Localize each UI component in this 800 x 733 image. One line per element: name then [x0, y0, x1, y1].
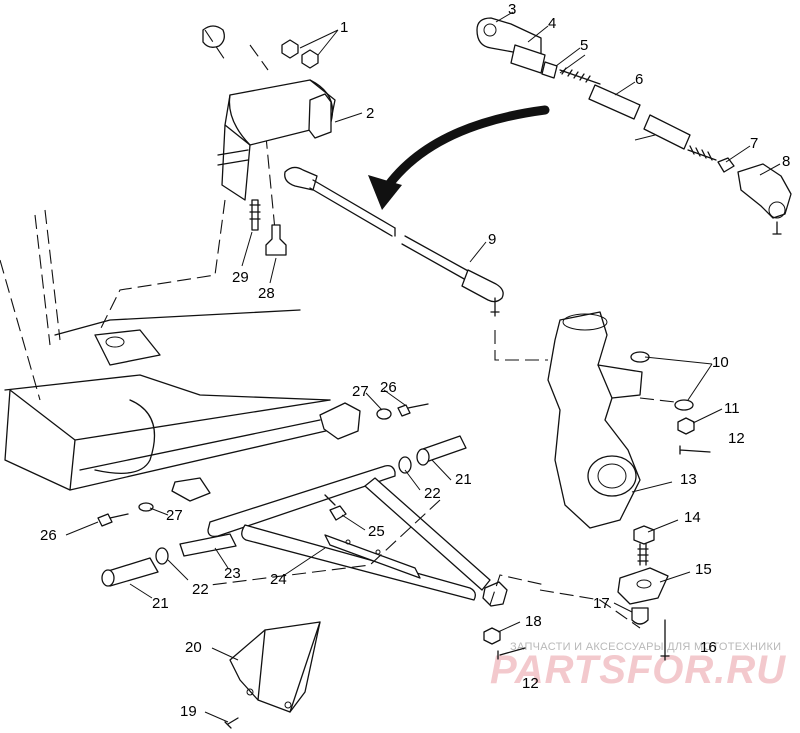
- callout-5: 5: [580, 37, 588, 54]
- callout-27-left: 27: [166, 507, 183, 524]
- callout-7: 7: [750, 135, 758, 152]
- callout-20: 20: [185, 639, 202, 656]
- callout-3: 3: [508, 1, 516, 18]
- callout-18: 18: [525, 613, 542, 630]
- callout-9: 9: [488, 231, 496, 248]
- callout-4: 4: [548, 15, 556, 32]
- callout-24: 24: [270, 571, 287, 588]
- steering-rod: [284, 166, 504, 317]
- direction-arrow: [368, 105, 550, 210]
- callouts: 1 2 3 4 5 6 7 8 9 10 11 12 13 14 15 16 1…: [40, 1, 790, 720]
- frame-section: [0, 209, 361, 502]
- callout-12: 12: [728, 430, 745, 447]
- callout-6: 6: [635, 71, 643, 88]
- callout-23: 23: [224, 565, 241, 582]
- callout-12-lower: 12: [522, 675, 539, 692]
- callout-14: 14: [684, 509, 701, 526]
- callout-1: 1: [340, 19, 348, 36]
- callout-11: 11: [724, 400, 740, 417]
- callout-2: 2: [366, 105, 374, 122]
- callout-29: 29: [232, 269, 249, 286]
- callout-26-right: 26: [380, 379, 397, 396]
- skid-plate: [224, 621, 321, 729]
- a-arm-assembly: [97, 403, 546, 660]
- ball-joint-assembly: [539, 525, 670, 661]
- callout-13: 13: [680, 471, 697, 488]
- callout-22-left: 22: [192, 581, 209, 598]
- callout-28: 28: [258, 285, 275, 302]
- strut-upper-assembly: [99, 25, 336, 331]
- callout-21-right: 21: [455, 471, 472, 488]
- callout-17: 17: [593, 595, 610, 612]
- callout-16: 16: [700, 639, 717, 656]
- watermark-tagline: ЗАПЧАСТИ И АКСЕССУАРЫ ДЛЯ МОТОТЕХНИКИ: [510, 641, 781, 653]
- callout-26-left: 26: [40, 527, 57, 544]
- watermark-logo: PARTSFOR.RU: [490, 648, 786, 692]
- leader-lines: [65, 11, 781, 723]
- callout-27-right: 27: [352, 383, 369, 400]
- tie-rod-assembly: [476, 17, 792, 235]
- spindle-knuckle: [494, 311, 643, 529]
- callout-8: 8: [782, 153, 790, 170]
- callout-10: 10: [712, 354, 729, 371]
- callout-21-left: 21: [152, 595, 169, 612]
- knuckle-hardware: [630, 351, 711, 455]
- callout-19: 19: [180, 703, 197, 720]
- callout-22-right: 22: [424, 485, 441, 502]
- callout-15: 15: [695, 561, 712, 578]
- callout-25: 25: [368, 523, 385, 540]
